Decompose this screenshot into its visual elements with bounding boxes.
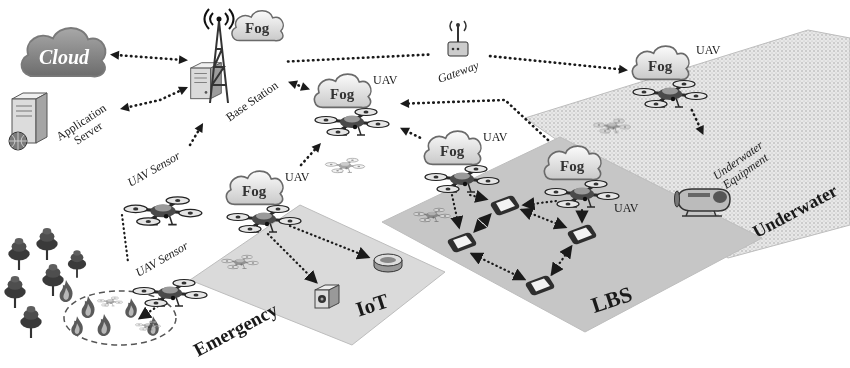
fog-label: Fog xyxy=(330,86,354,103)
uav-label: UAV xyxy=(373,74,397,87)
connector-line xyxy=(116,55,182,60)
base-station: FogBase Station xyxy=(188,5,288,123)
wireless-links xyxy=(122,195,582,318)
dotted-connector xyxy=(120,87,188,112)
dotted-connector xyxy=(490,56,628,74)
arrowhead xyxy=(312,143,321,153)
sensor-label: UAV Sensor xyxy=(126,149,183,190)
server-label: Application Server xyxy=(50,99,120,157)
fog-uav: Fog UAV xyxy=(628,40,723,110)
dotted-connector xyxy=(692,110,704,135)
fog-label: Fog xyxy=(245,20,269,37)
fog-uav: Fog UAV xyxy=(420,125,510,195)
dotted-connector xyxy=(288,81,310,91)
uav-sensor: UAV Sensor xyxy=(120,145,208,233)
fog-label: Fog xyxy=(242,183,266,200)
iot-devices xyxy=(315,254,402,308)
dotted-connector xyxy=(301,143,321,165)
arrowhead xyxy=(110,51,119,60)
forest xyxy=(4,228,86,338)
mini-drones xyxy=(97,119,630,330)
uav-label: UAV xyxy=(483,131,507,144)
arrowhead xyxy=(178,87,188,95)
dotted-connector xyxy=(190,123,203,145)
connector-line xyxy=(301,147,317,165)
gateway-label: Gateway xyxy=(436,59,481,86)
arrowhead xyxy=(120,103,130,112)
dotted-connector xyxy=(110,51,188,64)
gateway: Gateway xyxy=(430,18,490,88)
base-station-label: Base Station xyxy=(224,78,281,123)
connector-line xyxy=(126,90,183,108)
fog-label: Fog xyxy=(560,158,584,175)
cloud-label: Cloud xyxy=(39,46,89,68)
dotted-connector xyxy=(288,55,430,62)
uav-sensor: UAV Sensor xyxy=(128,236,210,310)
uav-label: UAV xyxy=(696,44,720,57)
arrowhead xyxy=(400,128,410,136)
application-server: Application Server xyxy=(5,84,120,160)
connector-line xyxy=(406,100,548,140)
arrowhead xyxy=(300,82,310,90)
arrowhead xyxy=(619,65,628,74)
connector-line xyxy=(288,55,430,62)
connector-line xyxy=(692,110,701,130)
equipment-label: Underwater Equipment xyxy=(702,132,783,199)
arrowhead xyxy=(400,99,409,108)
fog-label: Fog xyxy=(648,58,672,75)
arrowhead xyxy=(696,125,704,135)
dotted-connector xyxy=(400,99,548,140)
cloud-shape: Cloud xyxy=(15,22,110,80)
arrowhead xyxy=(288,81,298,89)
smartphones xyxy=(448,196,597,296)
arrowhead xyxy=(179,55,188,64)
fog-uav: Fog UAV xyxy=(310,68,400,143)
fog-label: Fog xyxy=(440,143,464,160)
fog-uav: FogUAV xyxy=(540,140,640,218)
connector-line xyxy=(490,56,622,69)
dotted-connector xyxy=(400,128,420,138)
area-label: Emergency xyxy=(190,299,281,361)
sensor-label: UAV Sensor xyxy=(134,239,191,280)
underwater-equipment: Underwater Equipment xyxy=(668,135,778,219)
arrowhead xyxy=(195,123,203,133)
fog-uav: Fog UAV xyxy=(222,165,312,240)
uav-label: UAV xyxy=(614,202,638,215)
uav-label: UAV xyxy=(285,171,309,184)
